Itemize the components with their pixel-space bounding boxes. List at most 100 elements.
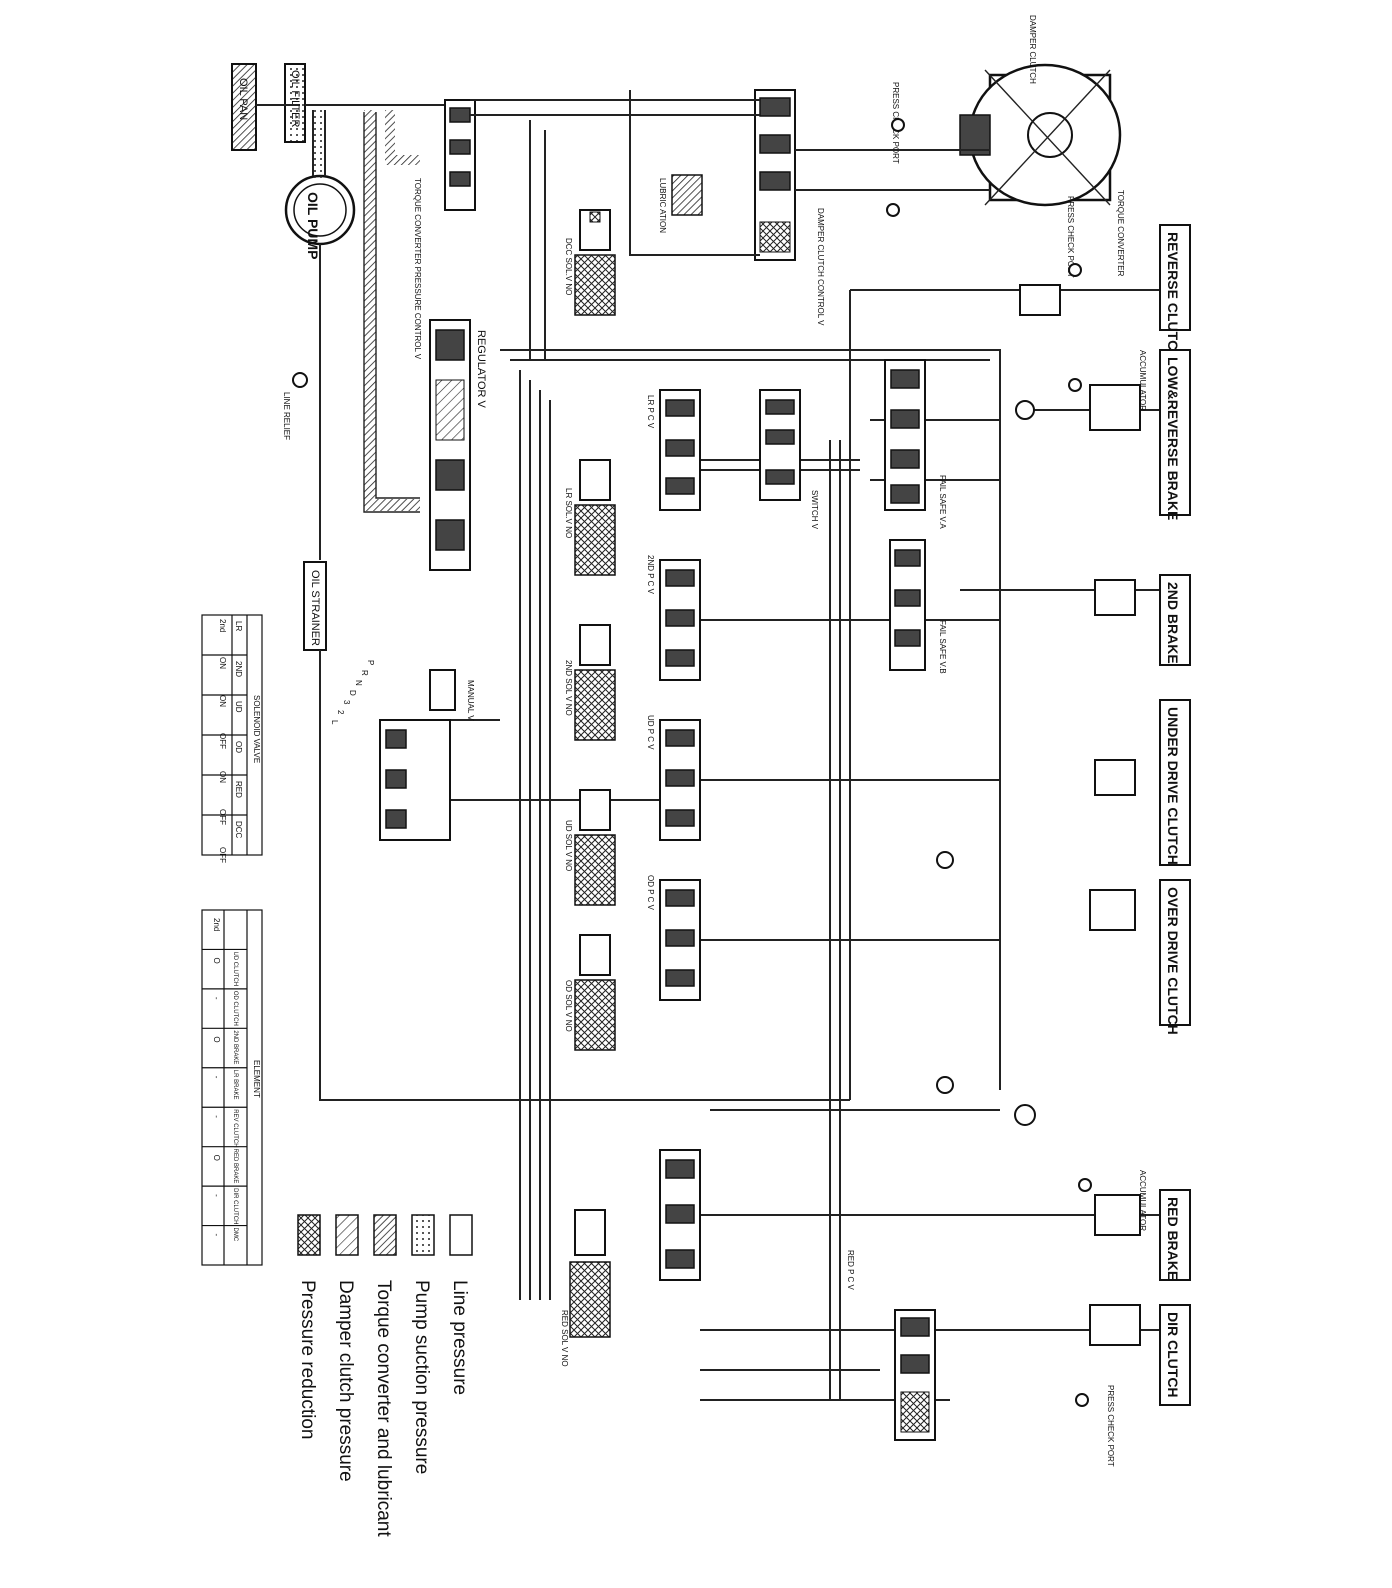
ud-pcv-label: UD P C V <box>646 715 655 750</box>
element-second-brake: 2ND BRAKE <box>1094 574 1191 666</box>
red-sol-label: RED SOL V NO <box>560 1310 569 1367</box>
ud-sol-label: UD SOL V NO <box>564 820 573 871</box>
solenoid-table-header: DCC <box>234 821 243 839</box>
dcc-solenoid-valve: DCC SOL.V NO <box>564 209 616 316</box>
press-check-port-label-2: PRESS CHECK PORT <box>1066 196 1075 278</box>
element-low-reverse-brake: LOW&REVERSE BRAKE ACCUMULATOR <box>1068 349 1191 520</box>
red-brake-label: RED BRAKE <box>1165 1197 1181 1280</box>
damper-clutch-label: DAMPER CLUTCH <box>1028 15 1037 84</box>
damper-clutch-control-label: DAMPER CLUTCH CONTROL V <box>816 208 825 326</box>
oil-pan-label: OIL PAN <box>237 78 249 120</box>
element-table-cell: 2nd <box>212 918 221 931</box>
element-underdrive-clutch: UNDER DRIVE CLUTCH <box>1094 699 1191 866</box>
lr-sol-label: LR SOL.V NO <box>564 488 573 538</box>
element-table-header: RED BRAKE <box>232 1149 238 1184</box>
second-brake-label: 2ND BRAKE <box>1165 582 1181 664</box>
orifice-2 <box>1014 1104 1036 1126</box>
element-reverse-clutch: REVERSE CLUTCH <box>1019 224 1191 360</box>
element-table-header: UD CLUTCH <box>232 951 238 986</box>
legend-swatch-crosshatch <box>297 1214 321 1256</box>
reverse-clutch-label: REVERSE CLUTCH <box>1165 232 1181 360</box>
manual-position-p: P <box>366 660 375 665</box>
second-pcv-label: 2ND P C V <box>646 555 655 595</box>
element-table-header: DIR CLUTCH <box>232 1188 238 1224</box>
solenoid-table-header: 2ND <box>234 661 243 677</box>
torque-converter: DAMPER CLUTCH TORQUE CONVERTER PRESS CHE… <box>886 15 1125 278</box>
fail-safe-a: FAIL SAFE V.A <box>884 359 947 529</box>
element-overdrive-clutch: OVER DRIVE CLUTCH <box>1089 879 1191 1035</box>
solenoid-table-header: UD <box>234 701 243 713</box>
regulator-valve: REGULATOR V <box>429 319 487 571</box>
orifice-1 <box>1015 400 1035 420</box>
element-table-cell: O <box>212 1036 221 1042</box>
dcc-sol-label: DCC SOL.V NO <box>564 238 573 295</box>
element-table-cell: - <box>212 1115 221 1118</box>
ud-pcv: UD P C V <box>646 715 701 841</box>
fail-safe-a-label: FAIL SAFE V.A <box>938 475 947 529</box>
legend-swatch-hatch-dense <box>373 1214 397 1256</box>
manual-position-r: R <box>360 670 369 676</box>
orifice-4 <box>936 1076 954 1094</box>
dir-shift-valve <box>894 1309 936 1441</box>
solenoid-table: SOLENOID VALVE LR2NDUDODREDDCC2ndONONOFF… <box>201 614 263 863</box>
lr-pcv: LR P C V <box>646 389 701 511</box>
element-table-header: OD CLUTCH <box>232 991 238 1026</box>
manual-position-d: D <box>348 690 357 696</box>
oil-pump-label: OIL PUMP <box>305 192 321 259</box>
legend-swatch-blank <box>449 1214 473 1256</box>
accumulator-label-2: ACCUMULATOR <box>1138 1170 1147 1231</box>
tc-pressure-control-label: TORQUE CONVERTER PRESSURE CONTROL V <box>413 178 422 360</box>
legend-label: Pressure reduction <box>297 1280 318 1439</box>
damper-clutch-control-valve: DAMPER CLUTCH CONTROL V <box>754 89 825 326</box>
red-pcv-label: RED P C V <box>846 1250 855 1291</box>
dir-clutch-label: DIR CLUTCH <box>1165 1312 1181 1398</box>
solenoid-table-header: LR <box>234 621 243 631</box>
od-solenoid: OD SOL V NO <box>564 934 616 1051</box>
oil-strainer: OIL STRAINER <box>303 561 327 651</box>
manual-position-l: L <box>330 720 339 725</box>
solenoid-table-header: OD <box>234 741 243 753</box>
manual-position-2: 2 <box>336 710 345 715</box>
line-relief-label: LINE RELIEF <box>282 392 291 440</box>
legend-swatch-dots <box>411 1214 435 1256</box>
line-relief: LINE RELIEF <box>282 372 308 440</box>
element-red-brake: RED BRAKE ACCUMULATOR <box>1078 1170 1191 1281</box>
element-table-header: DMC <box>232 1228 238 1242</box>
od-sol-label: OD SOL V NO <box>564 980 573 1032</box>
second-solenoid: 2ND SOL V NO <box>564 624 616 741</box>
element-dir-clutch: DIR CLUTCH PRESS CHECK PORT <box>1075 1304 1191 1467</box>
legend-label: Torque converter and lubricant <box>373 1280 394 1537</box>
manual-position-3: 3 <box>342 700 351 705</box>
solenoid-table-cell: OFF <box>218 809 227 825</box>
solenoid-table-header: RED <box>234 781 243 798</box>
lr-pcv-label: LR P C V <box>646 395 655 429</box>
oil-filter: OIL FILTER <box>284 63 306 143</box>
accumulator-label-1: ACCUMULATOR <box>1138 350 1147 411</box>
oil-filter-label: OIL FILTER <box>289 70 301 128</box>
ud-solenoid: UD SOL V NO <box>564 789 616 906</box>
manual-label: MANUAL V <box>466 680 475 721</box>
lubrication-label: LUBRIC ATION <box>658 178 667 233</box>
element-table-title: ELEMENT <box>252 1060 261 1098</box>
solenoid-table-cell: OFF <box>218 733 227 749</box>
legend-label: Line pressure <box>449 1280 470 1395</box>
oil-strainer-label: OIL STRAINER <box>309 570 321 646</box>
switch-label: SWITCH V <box>810 490 819 530</box>
element-table-header: LR BRAKE <box>232 1070 238 1100</box>
red-pcv: RED P C V <box>659 1149 855 1291</box>
manual-position-n: N <box>354 680 363 686</box>
solenoid-table-cell: 2nd <box>218 619 227 632</box>
lr-solenoid: LR SOL.V NO <box>564 459 616 576</box>
fail-safe-b-label: FAIL SAFE V.B <box>938 620 947 674</box>
torque-converter-label: TORQUE CONVERTER <box>1116 190 1125 277</box>
element-table-cell: - <box>212 1194 221 1197</box>
orifice-3 <box>936 851 954 869</box>
element-table-cell: - <box>212 1076 221 1079</box>
switch-valve: SWITCH V <box>759 389 819 530</box>
element-table-cell: O <box>212 1155 221 1161</box>
oil-pan: OIL PAN <box>231 63 257 151</box>
